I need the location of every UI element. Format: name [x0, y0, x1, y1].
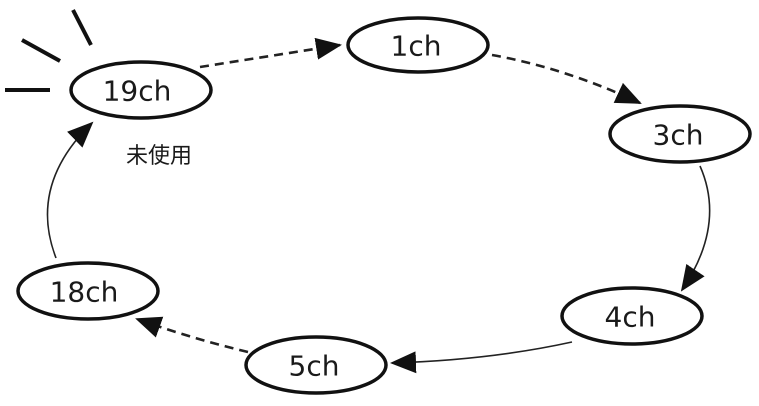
burst-ray-top	[71, 9, 93, 46]
node-1ch-ellipse	[346, 16, 490, 74]
node-18ch-label: 18ch	[50, 276, 119, 309]
burst-ray-middle	[21, 38, 61, 63]
node-4ch-label: 4ch	[605, 301, 656, 334]
edge-19ch-to-1ch	[199, 37, 342, 69]
node-4ch: 4ch	[560, 286, 704, 346]
edge-5ch-to-18ch	[135, 316, 249, 354]
node-3ch: 3ch	[608, 104, 752, 164]
node-19ch-ellipse	[69, 60, 213, 120]
highlight-burst-icon	[5, 9, 93, 92]
edge-1ch-to-3ch	[491, 53, 642, 105]
node-5ch-ellipse	[244, 335, 388, 395]
node-5ch: 5ch	[244, 335, 388, 395]
node-1ch: 1ch	[346, 16, 490, 74]
node-5ch-label: 5ch	[289, 350, 340, 383]
node-19ch-label: 19ch	[103, 75, 172, 108]
node-3ch-ellipse	[608, 104, 752, 164]
edge-4ch-to-5ch	[390, 341, 573, 374]
node-19ch: 19ch	[69, 60, 213, 120]
edge-3ch-to-4ch	[680, 165, 711, 292]
unused-annotation: 未使用	[126, 144, 192, 169]
node-3ch-label: 3ch	[653, 119, 704, 152]
edge-18ch-to-19ch	[46, 121, 94, 259]
node-18ch: 18ch	[16, 261, 160, 321]
node-4ch-ellipse	[560, 286, 704, 346]
node-18ch-ellipse	[16, 261, 160, 321]
node-1ch-label: 1ch	[391, 30, 442, 63]
